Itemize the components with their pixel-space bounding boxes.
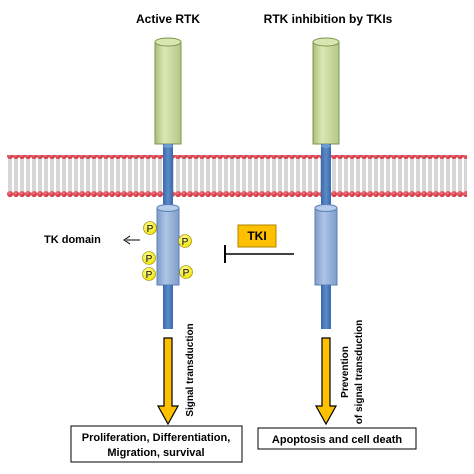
signal-transduction-label: Signal transduction: [185, 323, 196, 416]
outcome-box-right: [257, 427, 417, 450]
outcome-box-left: [70, 425, 243, 463]
prevention-label-line2: of signal transduction: [354, 320, 365, 424]
tk-domain-top: [156, 204, 180, 212]
inhibition-bar-icon: [224, 245, 294, 263]
intracellular-tail-left: [163, 285, 173, 329]
phosphate-4: P: [142, 267, 156, 281]
phosphate-label: P: [146, 270, 153, 281]
phosphate-label: P: [182, 237, 189, 248]
phosphate-5: P: [179, 265, 193, 279]
extracellular-domain-top-right: [312, 37, 340, 47]
stem-cap-top-left: [163, 144, 173, 148]
outcome-right: Apoptosis and cell death: [272, 434, 402, 446]
outcome-left-line1: Proliferation, Differentiation,: [82, 432, 231, 444]
tk-domain-label: TK domain: [44, 234, 101, 246]
arrow-left-icon: [123, 235, 140, 245]
outcome-left-line2: Migration, survival: [107, 447, 204, 459]
intracellular-tail-right: [321, 285, 331, 329]
active-receptor: [154, 37, 182, 329]
kinase-domain-right: [314, 207, 338, 286]
heading-active-rtk: Active RTK: [136, 12, 200, 26]
tk-domain-body: [156, 207, 180, 286]
heading-rtk-inhibition: RTK inhibition by TKIs: [264, 12, 393, 26]
tki-box: [237, 224, 277, 248]
phosphate-label: P: [146, 254, 153, 265]
extracellular-domain-right: [312, 41, 340, 145]
phosphate-label: P: [183, 268, 190, 279]
cell-membrane: [7, 155, 467, 199]
transmembrane-stem-left: [163, 144, 173, 210]
kinase-domain-top-right: [314, 204, 338, 212]
inhibited-receptor: [312, 37, 340, 329]
tki-label: TKI: [247, 229, 266, 243]
phosphate-label: P: [147, 224, 154, 235]
transmembrane-stem-right: [321, 144, 331, 210]
prevention-label-line1: Prevention: [340, 346, 351, 398]
extracellular-domain-top-left: [154, 37, 182, 47]
arrow-down-icon: [156, 337, 180, 426]
arrow-down-icon: [314, 337, 338, 426]
extracellular-domain-left: [154, 41, 182, 145]
phosphate-2: P: [178, 234, 192, 248]
phosphate-3: P: [142, 251, 156, 265]
phosphate-1: P: [143, 221, 157, 235]
stem-cap-top-right: [321, 144, 331, 148]
